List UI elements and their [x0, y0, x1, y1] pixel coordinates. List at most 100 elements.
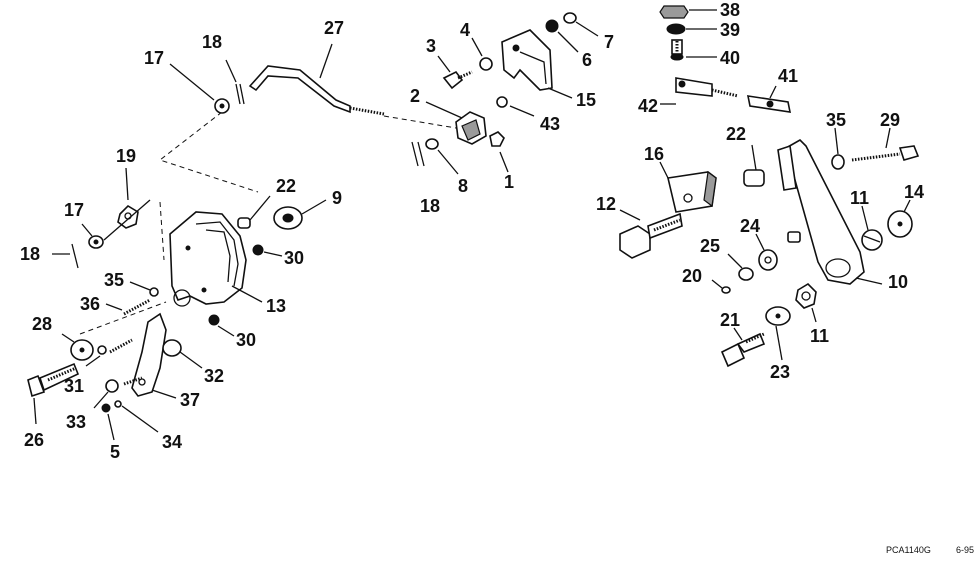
callout-21: 21	[720, 310, 740, 330]
callout-7: 7	[604, 32, 614, 52]
part-43-washer	[496, 96, 535, 117]
part-3-bolt	[437, 55, 473, 90]
callout-32: 32	[204, 366, 224, 386]
callout-14: 14	[904, 182, 924, 202]
callout-3: 3	[426, 36, 436, 56]
part-34-washer	[114, 400, 159, 433]
callout-42: 42	[638, 96, 658, 116]
part-4-washer	[471, 37, 493, 71]
callout-31: 31	[64, 376, 84, 396]
part-29-bolt	[851, 127, 920, 162]
part-18-pin	[411, 141, 425, 167]
callout-33: 33	[66, 412, 86, 432]
callout-18-center: 18	[420, 196, 440, 216]
part-25-washer	[727, 253, 754, 281]
part-38-nut	[659, 5, 717, 19]
part-11-nut-lower	[795, 282, 817, 323]
callout-22: 22	[726, 124, 746, 144]
callout-35-left: 35	[104, 270, 124, 290]
callout-1: 1	[504, 172, 514, 192]
callout-2: 2	[410, 86, 420, 106]
diagram-date: 6-95	[956, 545, 974, 555]
callout-5: 5	[110, 442, 120, 462]
callout-18: 18	[202, 32, 222, 52]
callout-10: 10	[888, 272, 908, 292]
callout-36: 36	[80, 294, 100, 314]
callout-17: 17	[144, 48, 164, 68]
callout-8: 8	[458, 176, 468, 196]
callout-38: 38	[720, 0, 740, 20]
part-1-nut	[489, 131, 509, 173]
callout-34: 34	[162, 432, 182, 452]
callout-39: 39	[720, 20, 740, 40]
callout-22-left: 22	[276, 176, 296, 196]
part-42-rod-end	[660, 77, 739, 105]
part-35-washer-left	[129, 281, 159, 297]
part-17-washer	[169, 63, 230, 114]
part-18-pin-left	[52, 243, 79, 269]
callout-24: 24	[740, 216, 760, 236]
part-40-stud	[670, 39, 717, 61]
callout-41: 41	[778, 66, 798, 86]
callout-19: 19	[116, 146, 136, 166]
callout-23: 23	[770, 362, 790, 382]
callout-13: 13	[266, 296, 286, 316]
callout-15: 15	[576, 90, 596, 110]
part-32-spacer	[162, 339, 203, 369]
part-7-washer	[563, 12, 599, 37]
part-22-bushing	[743, 144, 765, 187]
part-23-washer	[765, 306, 791, 361]
part-13-plate	[169, 211, 263, 307]
callout-25: 25	[700, 236, 720, 256]
callout-43: 43	[540, 114, 560, 134]
part-9-washer	[273, 199, 327, 230]
part-37-lever	[131, 312, 177, 399]
callout-9: 9	[332, 188, 342, 208]
callout-4: 4	[460, 20, 470, 40]
part-10-lever-arm	[777, 139, 883, 285]
part-36-screw	[105, 298, 151, 316]
part-12-bolt	[619, 209, 683, 259]
callout-12: 12	[596, 194, 616, 214]
part-16-block	[659, 161, 717, 213]
part-31-bolt	[85, 338, 133, 367]
callout-17-lower: 17	[64, 200, 84, 220]
part-30-nut	[252, 244, 283, 257]
part-2-cam	[425, 101, 487, 145]
callout-28: 28	[32, 314, 52, 334]
callout-18-left: 18	[20, 244, 40, 264]
part-8-washer	[425, 138, 459, 175]
callout-37: 37	[180, 390, 200, 410]
callout-27: 27	[324, 18, 344, 38]
part-33-spacer	[93, 379, 119, 409]
part-14-washer	[887, 199, 913, 238]
part-20-clip	[711, 279, 731, 294]
part-27-rod	[248, 43, 385, 116]
part-41-link	[746, 85, 792, 113]
part-5-nut	[101, 403, 115, 441]
callout-6: 6	[582, 50, 592, 70]
part-28-washer	[61, 333, 94, 361]
callout-20: 20	[682, 266, 702, 286]
callout-30-lower: 30	[236, 330, 256, 350]
part-22-bushing-left	[237, 195, 271, 229]
part-18-pin-upper	[225, 59, 245, 105]
part-24-bushing	[755, 231, 801, 271]
callout-11-lower: 11	[810, 326, 829, 346]
callout-40: 40	[720, 48, 740, 68]
left-assembly	[27, 59, 327, 441]
callout-26: 26	[24, 430, 44, 450]
part-15-bracket	[501, 29, 573, 99]
part-26-bolt	[27, 362, 80, 425]
part-11-nut	[861, 205, 883, 251]
right-assembly	[619, 5, 920, 368]
callout-labels: 38 39 40 41 42 35 29 22 16 12 11 14 24 2…	[20, 0, 924, 462]
callout-16: 16	[644, 144, 664, 164]
callout-30: 30	[284, 248, 304, 268]
center-assembly	[248, 12, 599, 175]
part-39-washer	[666, 23, 717, 35]
part-21-bolt	[720, 327, 766, 368]
callout-35: 35	[826, 110, 846, 130]
part-6-nut	[545, 19, 579, 53]
part-17-washer-lower	[81, 199, 151, 249]
